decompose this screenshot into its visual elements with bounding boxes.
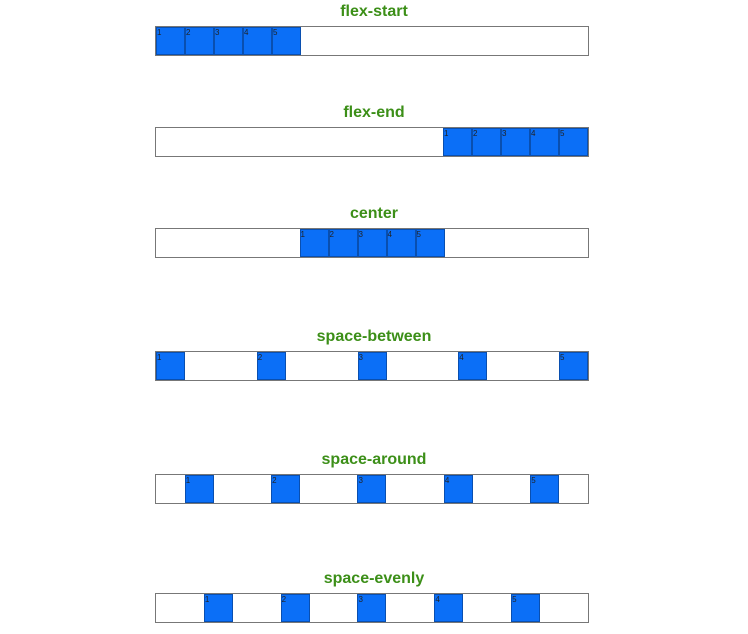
center-heading: center xyxy=(349,205,399,222)
flex-item: 2 xyxy=(185,27,214,55)
flex-item: 3 xyxy=(357,352,387,380)
flex-item: 3 xyxy=(357,475,387,503)
flex-item: 1 xyxy=(443,128,472,156)
flex-item: 1 xyxy=(156,27,185,55)
flex-item: 1 xyxy=(299,229,329,257)
flex-item: 5 xyxy=(272,27,301,55)
flex-end-heading: flex-end xyxy=(343,104,405,121)
flex-item: 3 xyxy=(357,229,387,257)
flex-item: 3 xyxy=(214,27,243,55)
center-container: 1 2 3 4 5 xyxy=(155,228,589,258)
flex-item: 4 xyxy=(386,229,416,257)
flex-item: 5 xyxy=(559,128,588,156)
flex-item: 4 xyxy=(530,128,559,156)
flex-item: 4 xyxy=(434,594,464,622)
flex-end-container: 1 2 3 4 5 xyxy=(155,127,589,157)
flex-item: 2 xyxy=(472,128,501,156)
flex-item: 2 xyxy=(271,475,301,503)
space-evenly-heading: space-evenly xyxy=(323,570,425,587)
space-around-container: 1 2 3 4 5 xyxy=(155,474,589,504)
flex-item: 3 xyxy=(357,594,387,622)
flex-item: 2 xyxy=(328,229,358,257)
flex-item: 5 xyxy=(415,229,445,257)
space-between-heading: space-between xyxy=(316,328,432,345)
flex-item: 2 xyxy=(280,594,310,622)
flex-item: 5 xyxy=(511,594,541,622)
flex-item: 4 xyxy=(443,475,473,503)
space-between-container: 1 2 3 4 5 xyxy=(155,351,589,381)
flex-item: 4 xyxy=(458,352,488,380)
flex-start-container: 1 2 3 4 5 xyxy=(155,26,589,56)
flex-item: 1 xyxy=(184,475,214,503)
flex-item: 5 xyxy=(559,352,588,380)
space-around-heading: space-around xyxy=(321,451,427,468)
flex-item: 3 xyxy=(501,128,530,156)
space-evenly-container: 1 2 3 4 5 xyxy=(155,593,589,623)
flex-item: 1 xyxy=(156,352,185,380)
flex-item: 5 xyxy=(530,475,560,503)
flex-start-heading: flex-start xyxy=(340,3,408,20)
flex-item: 4 xyxy=(243,27,272,55)
flex-item: 1 xyxy=(203,594,233,622)
flex-item: 2 xyxy=(256,352,286,380)
